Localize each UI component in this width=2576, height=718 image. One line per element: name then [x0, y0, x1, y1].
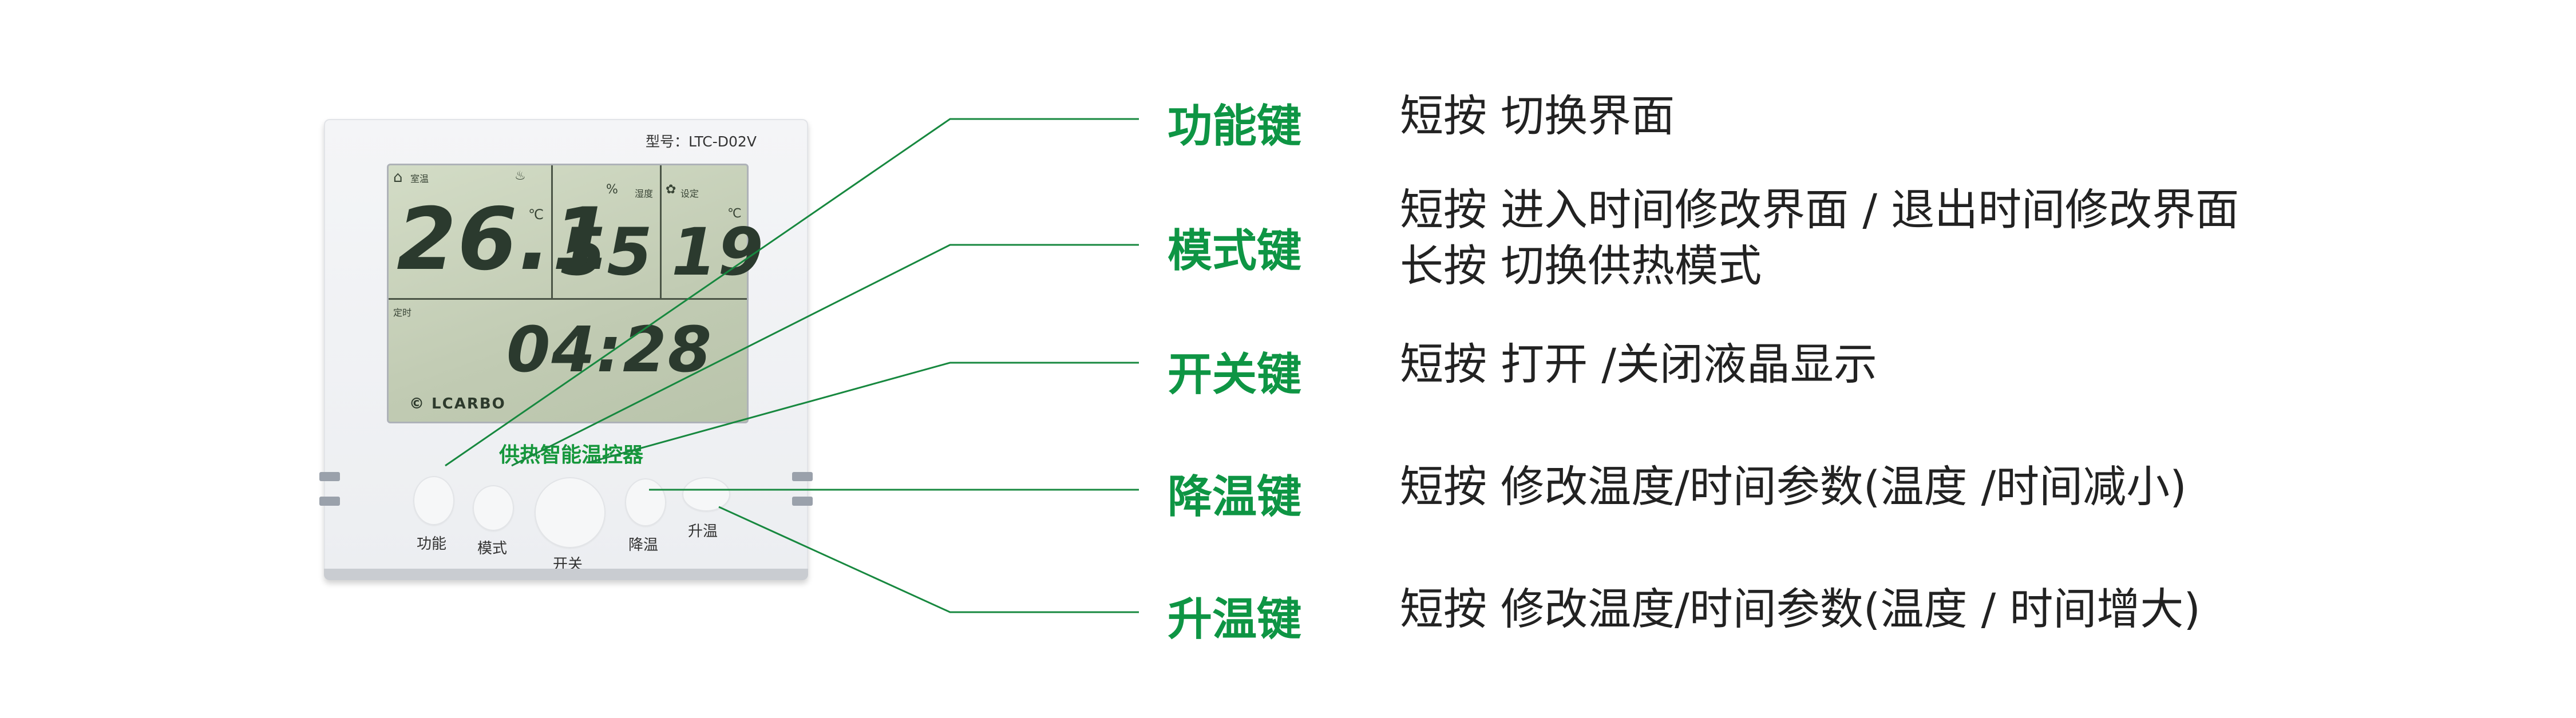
mode-key-title: 模式键: [1168, 225, 1302, 277]
set-temperature: 19: [671, 214, 765, 290]
gear-icon: ✿: [666, 183, 676, 197]
side-slot: [792, 472, 813, 481]
temp-down-button[interactable]: [625, 478, 666, 526]
temp-up-key-desc: 短按 修改温度/时间参数(温度 / 时间增大): [1400, 584, 2201, 634]
temp-down-key-desc: 短按 修改温度/时间参数(温度 /时间减小): [1400, 461, 2187, 512]
humidity-value: 55: [560, 214, 654, 290]
device-bottom-edge: [324, 569, 808, 580]
function-button-label: 功能: [417, 535, 447, 553]
lcd-divider: [660, 165, 662, 298]
mode-key-desc-short: 短按 进入时间修改界面 / 退出时间修改界面: [1400, 184, 2239, 235]
side-slot: [319, 472, 340, 481]
mode-button[interactable]: [473, 485, 514, 531]
flame-icon: ♨: [515, 169, 526, 183]
temp-up-button[interactable]: [682, 477, 730, 511]
set-temp-unit: ℃: [727, 207, 742, 221]
power-button[interactable]: [535, 477, 606, 548]
temp-up-button-label: 升温: [688, 523, 718, 540]
function-key-desc: 短按 切换界面: [1400, 90, 1675, 141]
mode-key-desc-long: 长按 切换供热模式: [1400, 240, 1762, 291]
humidity-label: 湿度: [635, 188, 654, 199]
temp-down-key-title: 降温键: [1168, 471, 1302, 523]
set-label: 设定: [680, 188, 699, 199]
side-slot: [319, 497, 340, 506]
time-label: 定时: [393, 307, 412, 318]
model-number: 型号：LTC-D02V: [646, 133, 757, 150]
temp-down-button-label: 降温: [628, 537, 659, 554]
temp-unit: ℃: [528, 207, 544, 223]
leader-line-function: [445, 118, 1139, 467]
thermostat-device: 型号：LTC-D02V ⌂ 室温 ♨ 26.1 ℃ % 湿度 55 ✿ 设定 ℃…: [319, 119, 813, 580]
function-key-title: 功能键: [1168, 101, 1302, 152]
room-temperature: 26.1: [397, 190, 614, 289]
brand-logo: © LCARBO: [409, 395, 506, 412]
clock-time: 04:28: [507, 313, 713, 386]
home-icon: ⌂: [393, 169, 403, 186]
temp-up-key-title: 升温键: [1168, 594, 1302, 645]
lcd-divider: [551, 165, 553, 298]
humidity-unit: %: [606, 183, 618, 197]
power-key-desc: 短按 打开 /关闭液晶显示: [1400, 339, 1877, 390]
mode-button-label: 模式: [477, 540, 508, 557]
function-button[interactable]: [413, 476, 454, 525]
product-name: 供热智能温控器: [499, 443, 644, 467]
power-key-title: 开关键: [1168, 349, 1302, 400]
leader-line-temp-up: [718, 506, 1139, 613]
lcd-display: ⌂ 室温 ♨ 26.1 ℃ % 湿度 55 ✿ 设定 ℃ 19 定时 04:28…: [387, 164, 763, 423]
lcd-divider: [389, 298, 747, 300]
side-slot: [792, 497, 813, 506]
room-temp-label: 室温: [410, 173, 429, 184]
leader-line-power: [589, 362, 1139, 463]
leader-line-mode: [511, 244, 1139, 467]
